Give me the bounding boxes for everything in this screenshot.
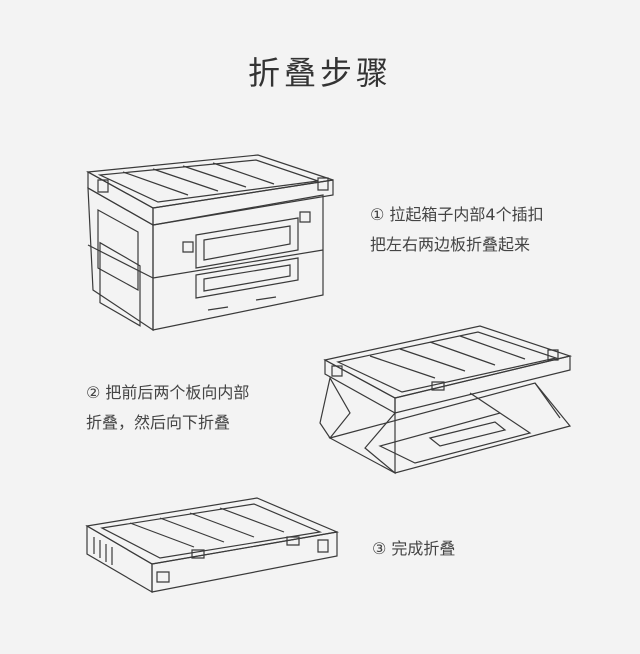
step-3-instructions: ③ 完成折叠 bbox=[372, 534, 455, 564]
step-1-line-2: 把左右两边板折叠起来 bbox=[370, 235, 531, 254]
folded-box-illustration bbox=[82, 492, 342, 602]
step-1-line-1: ① 拉起箱子内部4个插扣 bbox=[370, 205, 544, 224]
step-2-instructions: ② 把前后两个板向内部 折叠，然后向下折叠 bbox=[86, 378, 249, 438]
folding-box-illustration bbox=[320, 318, 570, 478]
step-2-line-2: 折叠，然后向下折叠 bbox=[86, 413, 231, 432]
open-box-illustration bbox=[78, 150, 340, 335]
step-1-instructions: ① 拉起箱子内部4个插扣 把左右两边板折叠起来 bbox=[370, 200, 544, 260]
step-3-line-1: ③ 完成折叠 bbox=[372, 539, 456, 558]
step-2-line-1: ② 把前后两个板向内部 bbox=[86, 383, 250, 402]
page-title: 折叠步骤 bbox=[247, 54, 392, 92]
